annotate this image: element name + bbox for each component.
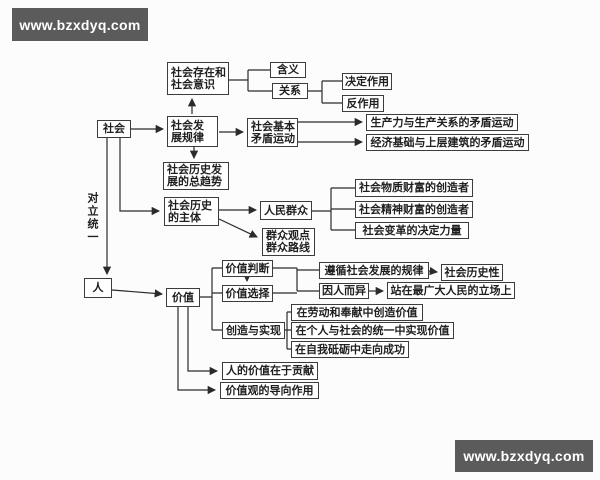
node-realize-value-in-unity: 在个人与社会的统一中实现价值 xyxy=(291,322,454,339)
node-social-development-law: 社会发 展规律 xyxy=(167,116,218,147)
node-decisive-role: 决定作用 xyxy=(342,73,392,90)
node-stand-of-the-people: 站在最广大人民的立场上 xyxy=(387,282,515,299)
node-society: 社会 xyxy=(97,120,131,138)
node-create-value-in-labor: 在劳动和奉献中创造价值 xyxy=(291,304,423,321)
node-decisive-force-social-change: 社会变革的决定力量 xyxy=(355,222,469,239)
node-relationship: 关系 xyxy=(272,83,308,99)
node-social-existence-consciousness: 社会存在和 社会意识 xyxy=(167,62,229,95)
node-basic-social-contradiction: 社会基本 矛盾运动 xyxy=(247,118,298,147)
node-value: 价值 xyxy=(166,288,200,307)
watermark-bottom: www.bzxdyq.com xyxy=(455,440,593,472)
node-self-tempering-success: 在自我砥砺中走向成功 xyxy=(291,341,409,358)
node-value-choice: 价值选择 xyxy=(222,285,273,302)
node-varies-by-person: 因人而异 xyxy=(319,283,369,299)
node-the-people: 人民群众 xyxy=(260,201,312,220)
node-creation-and-realization: 创造与实现 xyxy=(222,322,285,339)
node-person: 人 xyxy=(84,278,112,298)
node-counter-effect: 反作用 xyxy=(342,95,384,112)
vertical-label-unity-of-opposites: 对立统一 xyxy=(86,192,98,244)
node-follow-law-of-social-development: 遵循社会发展的规律 xyxy=(319,262,429,279)
node-subject-of-history: 社会历史 的主体 xyxy=(164,197,219,226)
node-general-trend: 社会历史发 展的总趋势 xyxy=(163,162,229,190)
node-productive-forces-contradiction: 生产力与生产关系的矛盾运动 xyxy=(366,114,518,131)
node-value-in-contribution: 人的价值在于贡献 xyxy=(222,362,318,380)
node-meaning: 含义 xyxy=(270,62,306,78)
watermark-top: www.bzxdyq.com xyxy=(12,8,148,41)
node-economic-base-contradiction: 经济基础与上层建筑的矛盾运动 xyxy=(366,134,529,151)
node-spiritual-wealth-creator: 社会精神财富的创造者 xyxy=(355,201,473,218)
node-value-judgment: 价值判断 xyxy=(222,260,273,277)
node-mass-viewpoint-line: 群众观点 群众路线 xyxy=(262,228,315,256)
node-material-wealth-creator: 社会物质财富的创造者 xyxy=(355,179,473,197)
node-guiding-role-of-values: 价值观的导向作用 xyxy=(220,382,319,399)
node-social-historicity: 社会历史性 xyxy=(441,264,503,281)
